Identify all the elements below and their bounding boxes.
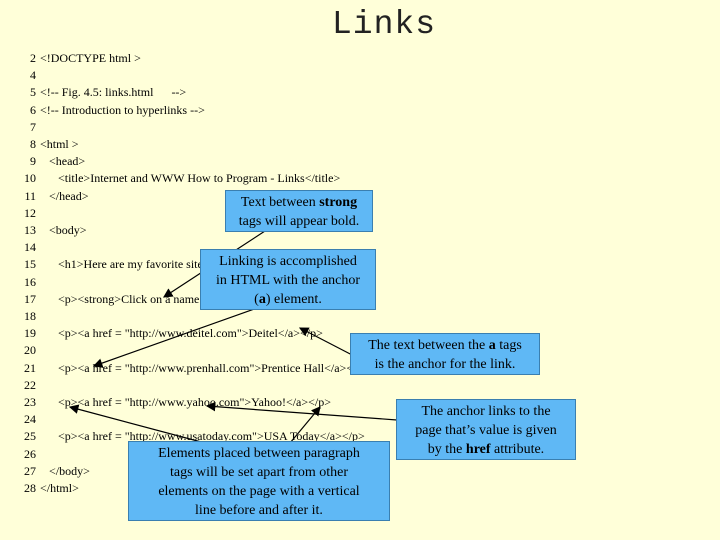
line-number: 4 [30, 68, 36, 83]
callout-href-line1: The anchor links to the [421, 404, 551, 419]
callout-text-post: tags [495, 338, 522, 353]
line-number: 23 [24, 395, 36, 409]
code-line: 2 <!DOCTYPE html > [18, 50, 141, 66]
code-text: <p><a href = "http://www.yahoo.com">Yaho… [40, 395, 332, 409]
callout-para-line2: tags will be set apart from other [169, 465, 349, 480]
code-line: 4 [18, 67, 36, 83]
code-line: 10 <title>Internet and WWW How to Progra… [18, 170, 340, 186]
callout-anchor-keyword: a [258, 292, 266, 307]
callout-strong-text2: tags will appear bold. [238, 214, 360, 229]
slide-title: Links [331, 6, 437, 43]
callout-href-pre: by the [427, 442, 466, 457]
callout-paragraph: Elements placed between paragraph tags w… [128, 441, 390, 521]
code-line: 28 </html> [18, 480, 79, 496]
callout-strong-text: Text between [240, 195, 320, 210]
line-number: 22 [24, 377, 36, 392]
callout-strong: Text between strong tags will appear bol… [225, 190, 373, 232]
code-line: 7 [18, 119, 36, 135]
callout-para-line4: line before and after it. [195, 503, 323, 518]
code-line: 23 <p><a href = "http://www.yahoo.com">Y… [18, 394, 331, 410]
line-number: 17 [24, 291, 36, 306]
code-text: </head> [40, 188, 89, 203]
code-text: <p><a href = "http://www.deitel.com">Dei… [40, 326, 323, 341]
code-line: 14 [18, 239, 36, 255]
callout-text-keyword: a [488, 338, 496, 353]
line-number: 6 [30, 102, 36, 117]
line-number: 8 [30, 137, 36, 151]
line-number: 21 [24, 360, 36, 375]
code-line: 26 [18, 446, 36, 462]
callout-para-line1: Elements placed between paragraph [158, 446, 360, 461]
callout-text-line2: is the anchor for the link. [374, 357, 516, 372]
arrow-anchor-text [298, 327, 357, 358]
code-line: 13 <body> [18, 222, 87, 238]
callout-anchor-element: Linking is accomplished in HTML with the… [200, 249, 376, 310]
arrow-anchor-element [92, 306, 261, 368]
callout-href-post: attribute. [490, 442, 545, 457]
code-line: 19 <p><a href = "http://www.deitel.com">… [18, 325, 323, 341]
line-number: 19 [24, 326, 36, 341]
code-line: 27 </body> [18, 463, 90, 479]
line-number: 26 [24, 446, 36, 461]
line-number: 9 [30, 154, 36, 169]
line-number: 28 [24, 481, 36, 495]
line-number: 11 [24, 188, 36, 203]
arrow-href [205, 401, 398, 421]
callout-anchor-post: ) element. [265, 292, 322, 307]
code-line: 22 [18, 377, 36, 393]
line-number: 27 [24, 463, 36, 478]
line-number: 12 [24, 205, 36, 220]
callout-strong-keyword: strong [319, 195, 358, 210]
arrow-para-start [68, 404, 206, 444]
code-line: 18 [18, 308, 36, 324]
code-line: 5 <!-- Fig. 4.5: links.html --> [18, 84, 186, 100]
callout-anchor-line2: in HTML with the anchor [215, 273, 361, 288]
code-text: <!-- Fig. 4.5: links.html --> [40, 85, 187, 100]
line-number: 10 [24, 171, 36, 186]
line-number: 20 [24, 343, 36, 358]
line-number: 13 [24, 223, 36, 237]
code-text: </body> [40, 463, 90, 478]
callout-anchor-text: The text between the a tags is the ancho… [350, 333, 540, 375]
line-number: 16 [24, 274, 36, 289]
callout-text-pre: The text between the [368, 338, 489, 353]
callout-href-line2: page that’s value is given [415, 423, 557, 438]
callout-href: The anchor links to the page that’s valu… [396, 399, 576, 460]
code-line: 9 <head> [18, 153, 85, 169]
code-line: 8 <html > [18, 136, 79, 152]
code-text: <!-- Introduction to hyperlinks --> [40, 102, 205, 117]
code-line: 11 </head> [18, 188, 88, 204]
line-number: 2 [30, 51, 36, 65]
code-text: <head> [40, 154, 86, 169]
line-number: 24 [24, 412, 36, 427]
code-line: 20 [18, 342, 36, 358]
callout-anchor-pre: ( [254, 292, 259, 307]
line-number: 25 [24, 429, 36, 444]
callout-anchor-line1: Linking is accomplished [219, 254, 357, 269]
line-number: 18 [24, 309, 36, 323]
line-number: 5 [30, 85, 36, 100]
code-line: 6 <!-- Introduction to hyperlinks --> [18, 102, 205, 118]
arrow-para-end [289, 406, 321, 444]
code-text: <html > [40, 137, 79, 151]
code-text: </html> [40, 481, 79, 495]
line-number: 7 [30, 119, 36, 134]
code-text: <title>Internet and WWW How to Program -… [40, 171, 341, 186]
code-line: 24 [18, 411, 36, 427]
line-number: 15 [24, 257, 36, 272]
line-number: 14 [24, 240, 36, 255]
code-line: 12 [18, 205, 36, 221]
callout-para-line3: elements on the page with a vertical [158, 484, 360, 499]
code-text: <body> [40, 223, 87, 237]
code-line: 16 [18, 274, 36, 290]
code-text: <!DOCTYPE html > [40, 51, 141, 65]
callout-href-keyword: href [465, 442, 491, 457]
